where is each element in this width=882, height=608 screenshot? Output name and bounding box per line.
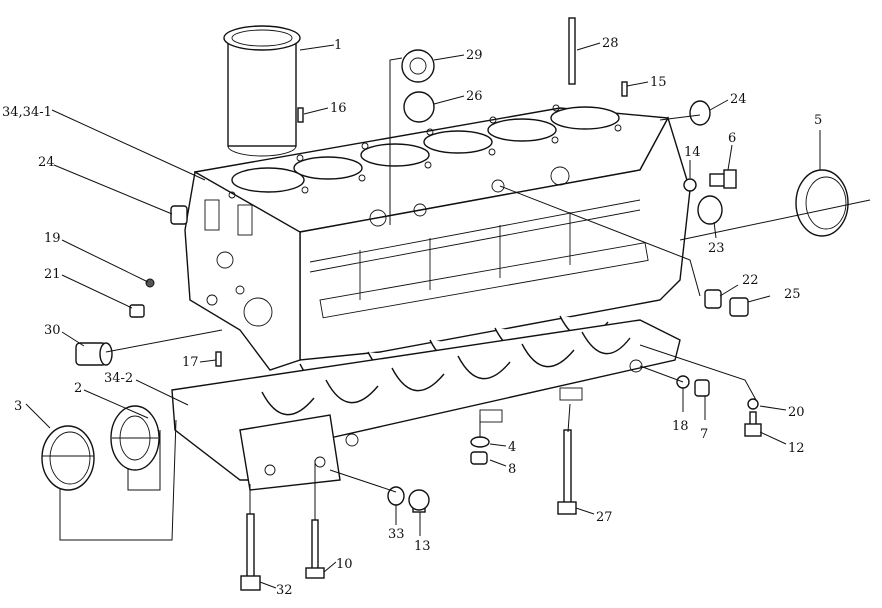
callout-15: 15 (650, 75, 667, 90)
callout-21: 21 (44, 267, 61, 282)
bushing-7 (694, 379, 710, 397)
callout-13: 13 (414, 539, 431, 554)
washer-20 (747, 398, 759, 410)
callout-32: 32 (276, 583, 293, 598)
plug-23 (697, 195, 723, 225)
dowel-pin (297, 107, 304, 123)
cover-plate (401, 49, 435, 83)
cylinder-block (184, 104, 691, 371)
callout-3: 3 (14, 399, 22, 414)
callout-29: 29 (466, 48, 483, 63)
callout-14: 14 (684, 145, 701, 160)
callout-12: 12 (788, 441, 805, 456)
callout-18: 18 (672, 419, 689, 434)
drain-plug-13 (408, 489, 430, 513)
callout-26: 26 (466, 89, 483, 104)
bushing-22 (704, 289, 722, 309)
bolt-27 (557, 429, 577, 515)
plug-bolt-6 (709, 169, 737, 189)
callout-33: 33 (388, 527, 405, 542)
callout-25: 25 (784, 287, 801, 302)
callout-24-right: 24 (730, 92, 747, 107)
plug-right (689, 100, 711, 126)
callout-7: 7 (700, 427, 708, 442)
callout-28: 28 (602, 36, 619, 51)
callout-20: 20 (788, 405, 805, 420)
callout-34-2: 34-2 (104, 371, 133, 386)
stud (568, 17, 576, 85)
callout-19: 19 (44, 231, 61, 246)
callout-6: 6 (728, 131, 736, 146)
bushing-8 (470, 451, 488, 465)
o-ring-4 (470, 436, 490, 448)
bushing-25 (729, 297, 749, 317)
oil-seal (795, 169, 849, 237)
callout-10: 10 (336, 557, 353, 572)
cylinder-liner (223, 25, 301, 157)
callout-23: 23 (708, 241, 725, 256)
callout-16: 16 (330, 101, 347, 116)
bolt-32 (240, 513, 261, 591)
washer-14 (683, 178, 697, 192)
pin (621, 81, 628, 97)
thrust-washer (110, 405, 160, 471)
bolt-12 (744, 411, 762, 437)
callout-5: 5 (814, 113, 822, 128)
expansion-plug (403, 91, 435, 123)
callout-1: 1 (334, 38, 342, 53)
callout-34-34-1: 34,34-1 (2, 105, 52, 120)
cam-bushing-30 (75, 342, 113, 366)
plug-left (170, 205, 188, 225)
bolt-10 (305, 519, 325, 579)
lower-crankcase (171, 319, 681, 491)
plug-21 (129, 304, 145, 318)
callout-30: 30 (44, 323, 61, 338)
callout-24-left: 24 (38, 155, 55, 170)
callout-8: 8 (508, 462, 516, 477)
callout-4: 4 (508, 440, 516, 455)
callout-17: 17 (182, 355, 199, 370)
callout-27: 27 (596, 510, 613, 525)
callout-2: 2 (74, 381, 82, 396)
leader-lines (25, 42, 871, 589)
callout-labels: 1 16 34,34-1 24 19 21 30 17 34-2 2 3 29 … (2, 36, 822, 598)
dowel-17 (215, 351, 222, 367)
ball-19 (145, 278, 155, 288)
callout-22: 22 (742, 273, 759, 288)
main-bearing-shell (41, 425, 95, 491)
